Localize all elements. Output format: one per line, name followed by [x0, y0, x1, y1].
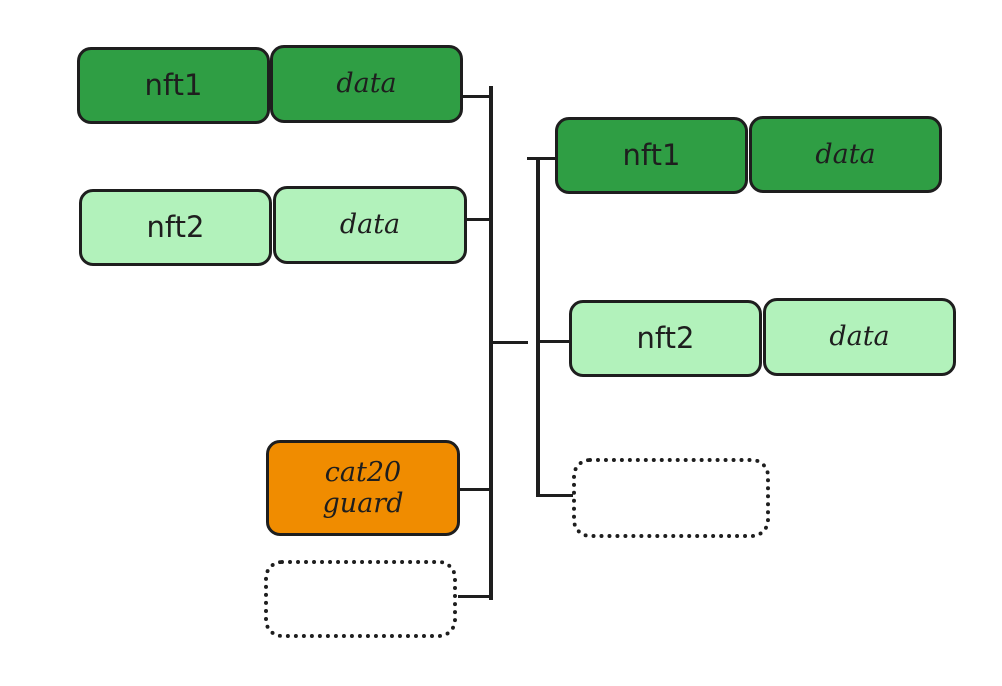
left-trunk-line — [489, 86, 493, 600]
right-nft2-data-box[interactable]: data — [763, 298, 956, 376]
connector-left-nft1 — [463, 95, 491, 98]
left-nft2-data-box[interactable]: data — [273, 186, 467, 264]
left-empty-slot[interactable] — [264, 560, 457, 638]
right-nft1-data-box[interactable]: data — [749, 116, 942, 193]
connector-right-nft2 — [540, 340, 571, 343]
left-nft1-data-box[interactable]: data — [270, 45, 463, 123]
right-nft1-label: nft1 — [622, 137, 681, 172]
right-nft2-label: nft2 — [636, 320, 695, 355]
left-nft1-box[interactable]: nft1 — [77, 47, 270, 124]
left-nft1-data-label: data — [336, 68, 397, 100]
left-nft1-label: nft1 — [144, 67, 203, 102]
left-nft2-box[interactable]: nft2 — [79, 189, 272, 266]
cat20-guard-box[interactable]: cat20 guard — [266, 440, 460, 536]
connector-left-nft2 — [467, 218, 491, 221]
connector-right-empty — [538, 494, 573, 497]
right-nft1-box[interactable]: nft1 — [555, 117, 748, 194]
right-nft1-data-label: data — [815, 138, 876, 170]
left-nft2-label: nft2 — [146, 209, 205, 244]
guard-label-line1: cat20 — [324, 456, 402, 488]
right-nft2-data-label: data — [829, 321, 890, 353]
left-nft2-data-label: data — [339, 209, 401, 241]
connector-trunk-to-right — [493, 341, 528, 344]
connector-right-nft1 — [527, 157, 557, 160]
guard-label-line2: guard — [322, 488, 404, 519]
right-nft2-box[interactable]: nft2 — [569, 300, 762, 377]
right-trunk-line — [536, 158, 540, 497]
connector-guard — [460, 488, 489, 491]
connector-left-empty — [458, 595, 493, 598]
right-empty-slot[interactable] — [572, 458, 770, 538]
